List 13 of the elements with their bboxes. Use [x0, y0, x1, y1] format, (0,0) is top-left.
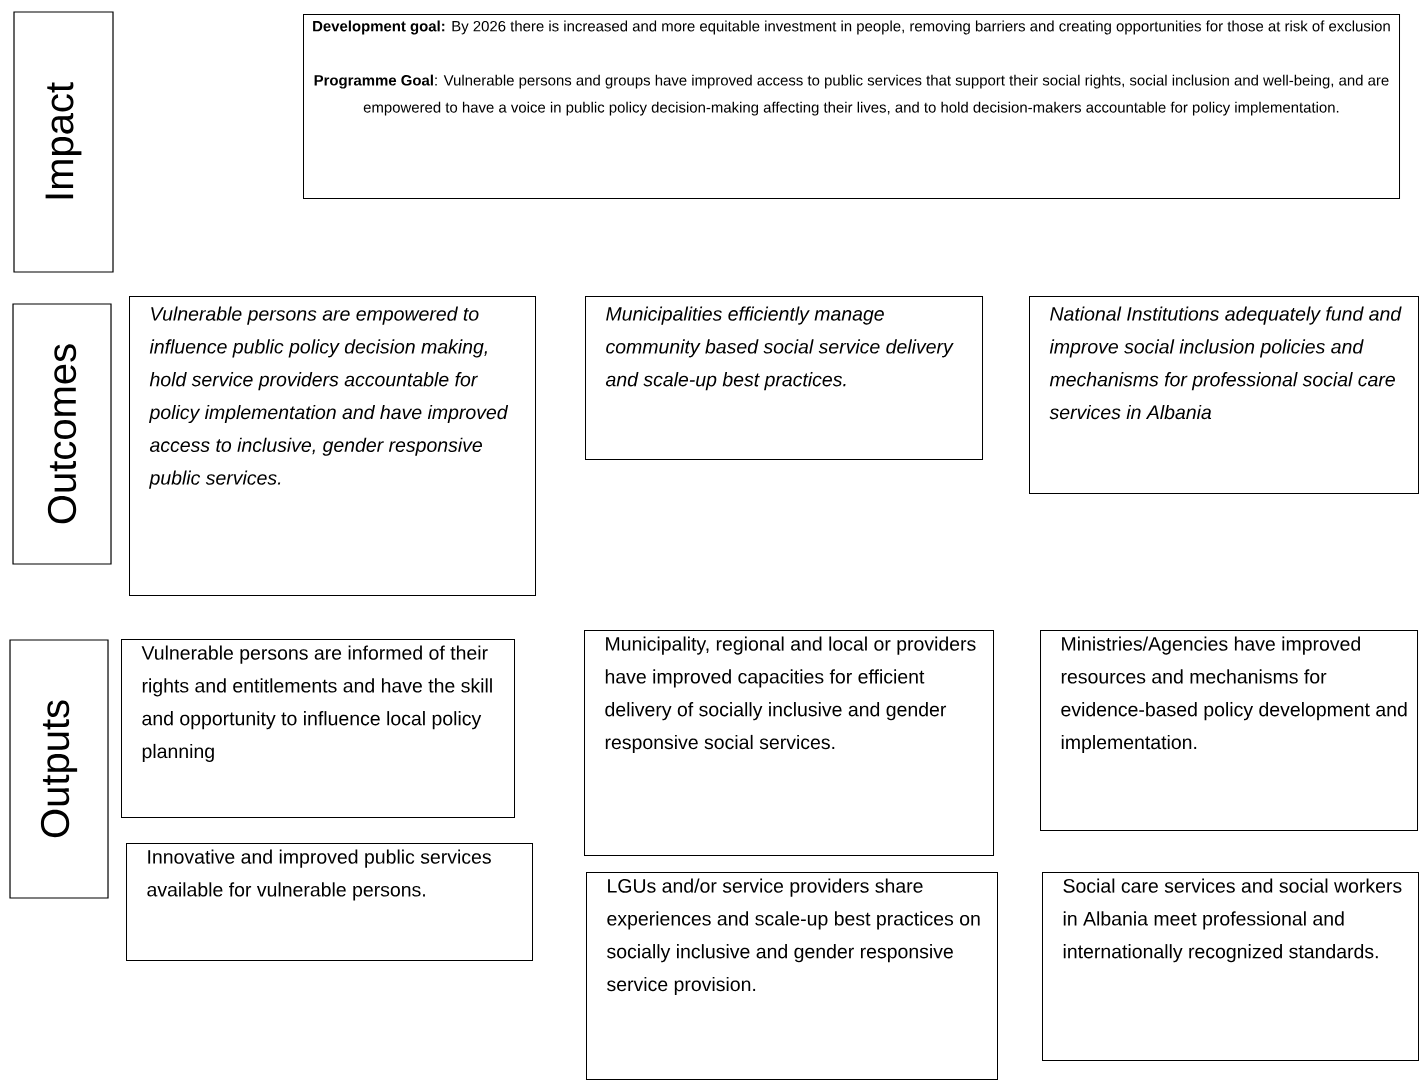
output-box: Vulnerable persons are informed of their rights and entitlements and have the skill and opportunity to influence local policy planning — [121, 639, 515, 818]
level-label-box: Outputs — [9, 639, 109, 899]
output-box: Municipality, regional and local or providers have improved capacities for efficient delivery of socially inclusive and gender responsive social services. — [584, 630, 994, 856]
output-box: LGUs and/or service providers share experiences and scale-up best practices on socially inclusive and gender responsive service provision. — [586, 872, 998, 1080]
level-label-box: Impact — [13, 11, 114, 273]
outcome-box: Municipalities efficiently manage community based social service delivery and scale-up best practices. — [585, 296, 983, 460]
goal-box: Development goal: By 2026 there is increased and more equitable investment in people, removing barriers and creating opportunities for those at risk of exclusion Programme Goal: Vulnerable persons and groups have improved access to public services that support their social rights, social inclusion and well-being, and are empowered to have a voice in public policy decision-making affecting their lives, and to hold decision-makers accountable for policy implementation. — [303, 14, 1400, 199]
output-box: Innovative and improved public services available for vulnerable persons. — [126, 843, 533, 961]
output-box: Social care services and social workers in Albania meet professional and internationally recognized standards. — [1042, 872, 1419, 1061]
outcome-box: Vulnerable persons are empowered to influence public policy decision making, hold service providers accountable for policy implementation and have improved access to inclusive, gender responsive public services. — [129, 296, 536, 596]
outcome-box: National Institutions adequately fund and improve social inclusion policies and mechanisms for professional social care services in Albania — [1029, 296, 1419, 494]
level-label-box: Outcomes — [12, 303, 112, 565]
output-box: Ministries/Agencies have improved resources and mechanisms for evidence-based policy development and implementation. — [1040, 630, 1418, 831]
